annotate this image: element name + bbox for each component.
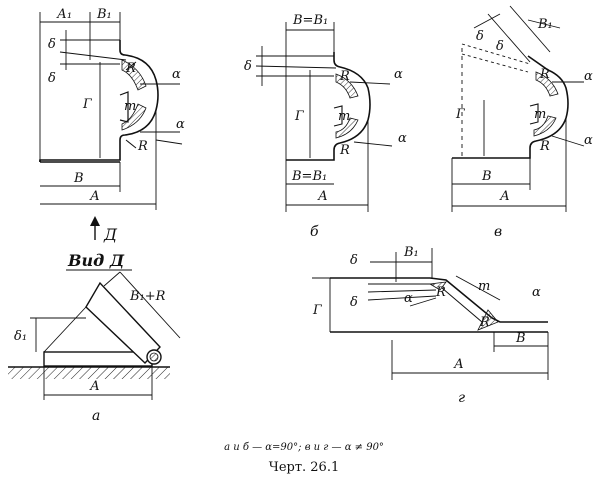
panel-a-side-dimensions <box>30 271 181 400</box>
label-a: А <box>89 379 100 394</box>
label-b1: В₁ <box>96 7 112 22</box>
label-delta: δ <box>350 253 358 268</box>
panel-b-shape <box>286 52 371 161</box>
label-r: R <box>479 315 490 330</box>
label-delta1: δ₁ <box>14 329 27 344</box>
label-alpha: α <box>176 117 185 132</box>
view-d-arrow <box>90 216 100 240</box>
panel-label-b: б <box>310 224 319 240</box>
label-b-eq-b1: В=В₁ <box>292 13 328 28</box>
angle-note: а и б — α=90°; в и г — α ≠ 90° <box>224 442 384 453</box>
panel-a-labels: А₁ В₁ δ δ Г т R R α α В А <box>48 7 185 204</box>
label-d: Д <box>103 225 118 244</box>
panel-a-side-view <box>8 281 170 379</box>
label-alpha: α <box>584 133 593 148</box>
label-alpha: α <box>394 67 403 82</box>
label-r: R <box>539 139 550 154</box>
panel-b-labels: В=В₁ δ Г т R R α α В=В₁ А <box>244 13 407 204</box>
label-g: Г <box>455 107 465 122</box>
panel-label-g: г <box>458 390 465 406</box>
panel-b-dimensions <box>255 22 393 212</box>
label-b: В <box>73 171 84 186</box>
view-d-title: Вид Д <box>67 251 125 270</box>
label-delta: δ <box>350 295 358 310</box>
label-alpha: α <box>404 291 413 306</box>
panel-a-side-labels: δ₁ В₁+R А <box>14 289 166 394</box>
label-a: А <box>499 189 510 204</box>
label-alpha: α <box>532 285 541 300</box>
label-delta: δ <box>48 71 56 86</box>
label-g: Г <box>312 303 322 318</box>
label-alpha: α <box>398 131 407 146</box>
label-r: R <box>339 69 350 84</box>
panel-v-labels: В₁ δ δ Г т R R α α В А <box>455 17 593 204</box>
label-r: R <box>125 61 136 76</box>
label-r: R <box>137 139 148 154</box>
label-a: А <box>317 189 328 204</box>
label-delta: δ <box>496 39 504 54</box>
label-m: т <box>534 107 546 122</box>
label-delta: δ <box>476 29 484 44</box>
label-b: В <box>515 331 526 346</box>
panel-v-dimensions <box>451 5 585 212</box>
label-delta: δ <box>244 59 252 74</box>
label-m: т <box>478 279 490 294</box>
figure-title: Черт. 26.1 <box>268 460 340 475</box>
label-a: А <box>453 357 464 372</box>
label-alpha: α <box>172 67 181 82</box>
label-g: Г <box>82 97 92 112</box>
label-g: Г <box>294 109 304 124</box>
label-alpha: α <box>584 69 593 84</box>
label-r: R <box>339 143 350 158</box>
panel-v-shape <box>452 55 569 159</box>
panel-g-dimensions <box>312 248 549 380</box>
label-r: R <box>435 285 446 300</box>
panel-label-v: в <box>494 224 502 240</box>
panel-a-top-view <box>39 40 159 163</box>
panel-g-labels: В₁ δ δ Г α R т R α А В <box>312 245 541 372</box>
label-b1: В₁ <box>403 245 419 260</box>
label-b: В <box>481 169 492 184</box>
label-b-eq-b1: В=В₁ <box>291 169 327 184</box>
label-m: т <box>124 99 136 114</box>
label-m: т <box>338 109 350 124</box>
label-a1: А₁ <box>56 7 72 22</box>
label-r: R <box>539 67 550 82</box>
label-b1: В₁ <box>537 17 553 32</box>
panel-g-shape <box>330 277 548 333</box>
panel-a-dimensions <box>39 12 183 210</box>
label-b1-plus-r: В₁+R <box>129 289 166 304</box>
label-a: А <box>89 189 100 204</box>
panel-label-a: а <box>92 408 100 424</box>
label-delta: δ <box>48 37 56 52</box>
